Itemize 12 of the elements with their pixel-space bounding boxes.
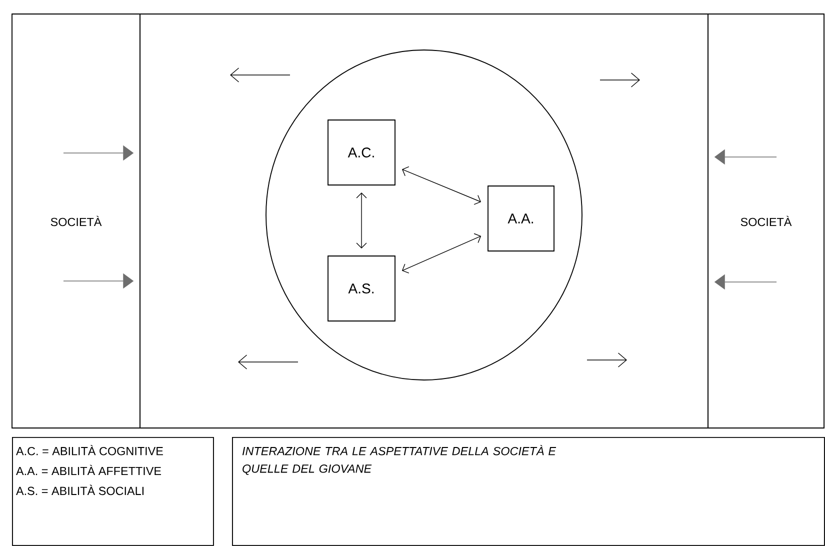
side-band: SOCIETÀ (708, 14, 824, 428)
arrow (356, 192, 367, 248)
ability-box: A.S. (328, 256, 396, 322)
ability-box: A.C. (328, 120, 396, 186)
side-band: SOCIETÀ (12, 14, 140, 428)
arrow (402, 233, 482, 274)
circle (266, 50, 582, 380)
legend-box: A.C. = ABILITÀ COGNITIVE A.A. = ABILITÀ AFFETTIVE A.S. = ABILITÀ SOCIALI (12, 436, 214, 546)
arrow (402, 166, 482, 205)
ability-box: A.A. (488, 186, 554, 252)
note-box: INTERAZIONE TRA LE ASPETTATIVE DELLA SOCIETÀ E QUELLE DEL GIOVANE (232, 436, 825, 546)
center-band (140, 14, 708, 428)
